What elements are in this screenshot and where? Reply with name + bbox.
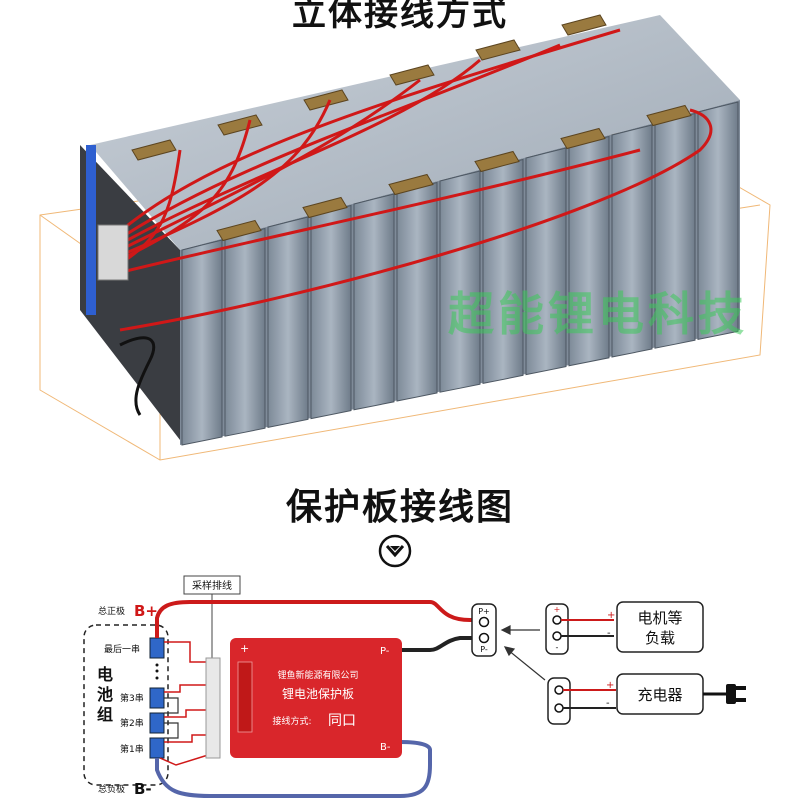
sampling-label: 采样排线 (192, 579, 232, 592)
total-neg-label: 总负极 (98, 783, 125, 795)
blue-end-wire (86, 145, 96, 315)
board-plus-label: + (240, 642, 249, 655)
load-box (616, 601, 704, 653)
b-minus-label: B- (134, 780, 152, 798)
battery-cell (525, 147, 567, 376)
cell-2 (149, 712, 165, 734)
last-cell-label: 最后一串 (104, 644, 140, 655)
cell-last (149, 637, 165, 659)
board-company: 锂鱼新能源有限公司 (277, 669, 358, 681)
battery-cell (396, 181, 438, 402)
terminal-pad (388, 173, 434, 196)
battery-cell (181, 239, 223, 446)
terminal-pad (303, 89, 349, 111)
battery-group-char-2: 池 (97, 685, 113, 704)
b-minus-wire (155, 740, 432, 798)
sampling-connector (97, 224, 129, 281)
load-wire-minus: - (607, 628, 611, 639)
cell-3 (149, 687, 165, 709)
charger-label: 充电器 (637, 686, 682, 704)
terminal-pad (646, 104, 692, 127)
terminal-pad (216, 219, 262, 242)
battery-group-box (83, 624, 169, 786)
battery-cell (224, 227, 266, 437)
battery-cell (267, 216, 309, 429)
board-b-minus-label: B- (380, 742, 391, 753)
battery-group-char-3: 组 (97, 705, 113, 724)
battery-cell (310, 204, 352, 420)
connector-p-minus-label: P- (480, 645, 488, 654)
terminal-pad (561, 14, 607, 36)
load-label-line-2: 负载 (645, 629, 675, 647)
board-mode-label: 接线方式: (272, 715, 311, 727)
board-name: 锂电池保护板 (282, 686, 354, 701)
pack-end-plate (80, 145, 180, 440)
top-terminals (131, 14, 692, 242)
protection-board (230, 638, 402, 758)
battery-cell (353, 193, 395, 411)
load-wire-plus: + (607, 610, 615, 621)
b-plus-wire (155, 600, 478, 638)
output-connector (471, 603, 497, 657)
section-title: 保护板接线图 (285, 487, 514, 528)
plug-icon (726, 684, 746, 704)
battery-cell (697, 101, 739, 341)
load-plus-label: + (554, 605, 561, 614)
battery-pack-illustration (39, 14, 771, 461)
p-minus-wire (400, 636, 478, 652)
load-label-line-1: 电机等 (637, 609, 682, 627)
total-pos-label: 总正极 (98, 605, 125, 617)
battery-cell (482, 158, 524, 385)
cell-1 (149, 737, 165, 759)
sampling-wires-2d (159, 641, 209, 766)
load-connector (545, 603, 569, 655)
terminal-pad (474, 150, 520, 173)
cell-2-label: 第2串 (120, 717, 144, 729)
chevron-down-icon (378, 534, 412, 568)
terminal-pad (217, 114, 263, 136)
terminal-pad (389, 64, 435, 86)
wiring-diagram: 电 池 组 采样排线 总正极 B+ 最后一串 第3串 第2串 第1串 总负极 B… (83, 575, 746, 798)
terminal-pad (302, 196, 348, 219)
load-minus-label: - (556, 643, 559, 652)
board-p-minus-label: P- (380, 646, 390, 657)
watermark: 超能锂电科技 (448, 287, 748, 341)
sampling-plug (205, 657, 221, 759)
black-wire (119, 336, 156, 416)
cell-3-label: 第3串 (120, 692, 144, 704)
terminal-pad (475, 39, 521, 61)
b-plus-label: B+ (134, 602, 158, 620)
charger-wire-plus: + (606, 680, 614, 691)
charger-wire-minus: - (606, 698, 610, 709)
sampling-wires (109, 28, 713, 332)
board-mode-value: 同口 (328, 713, 356, 729)
cell-1-label: 第1串 (120, 743, 144, 755)
terminal-pad (131, 139, 177, 161)
front-cells (181, 101, 739, 446)
connector-p-plus-label: P+ (478, 607, 490, 616)
top-title: 立体接线方式 (292, 0, 508, 34)
charger-connector (547, 677, 571, 725)
terminal-pad (560, 127, 606, 150)
battery-cell (439, 170, 481, 393)
battery-group-char-1: 电 (97, 665, 113, 684)
